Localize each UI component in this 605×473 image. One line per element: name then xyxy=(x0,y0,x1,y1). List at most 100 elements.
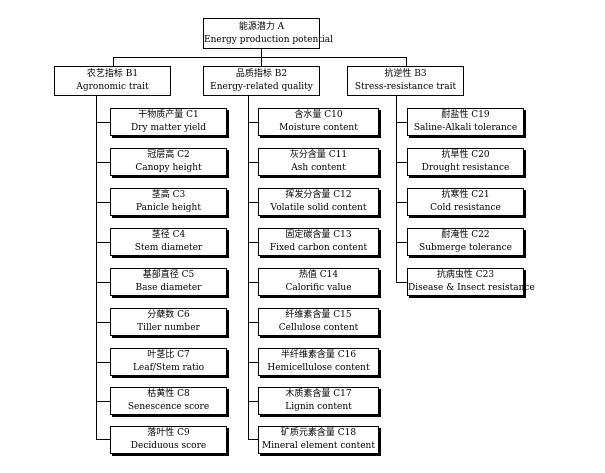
leaf-label-en: Cellulose content xyxy=(278,323,359,333)
leaf-c19: 耐盐性 C19 Saline-Alkali tolerance xyxy=(407,108,524,136)
root-label-zh: 能源潜力 A xyxy=(238,21,285,32)
connector xyxy=(261,57,262,66)
leaf-label-en: Tiller number xyxy=(137,323,200,333)
root-label-en: Energy production potential xyxy=(204,34,334,45)
connector xyxy=(113,57,407,58)
trunk-b1 xyxy=(96,96,97,439)
leaf-label-zh: 抗寒性 C21 xyxy=(441,190,490,200)
branch-b3: 抗逆性 B3 Stress-resistance trait xyxy=(347,66,464,96)
leaf-label-zh: 干物质产量 C1 xyxy=(138,110,199,120)
leaf-label-zh: 半纤维素含量 C16 xyxy=(280,350,357,360)
leaf-connector xyxy=(248,202,258,203)
leaf-label-zh: 耐盐性 C19 xyxy=(441,110,490,120)
leaf-label-zh: 枯黄性 C8 xyxy=(147,389,190,399)
leaf-label-en: Calorific value xyxy=(285,283,352,293)
leaf-c17: 木质素含量 C17 Lignin content xyxy=(258,387,379,415)
leaf-c2: 冠层高 C2 Canopy height xyxy=(110,148,227,176)
leaf-connector xyxy=(248,439,258,440)
leaf-label-en: Stem diameter xyxy=(134,243,203,253)
leaf-label-zh: 矿质元素含量 C18 xyxy=(280,428,357,438)
leaf-c10: 含水量 C10 Moisture content xyxy=(258,108,379,136)
leaf-connector xyxy=(96,322,110,323)
leaf-connector xyxy=(396,122,407,123)
leaf-c20: 抗旱性 C20 Drought resistance xyxy=(407,148,524,176)
leaf-label-en: Hemicellulose content xyxy=(267,363,370,373)
leaf-label-en: Senescence score xyxy=(127,402,210,412)
leaf-connector xyxy=(96,202,110,203)
branch-b2: 品质指标 B2 Energy-related quality xyxy=(203,66,320,96)
leaf-c12: 挥发分含量 C12 Volatile solid content xyxy=(258,188,379,216)
leaf-c22: 耐淹性 C22 Submerge tolerance xyxy=(407,228,524,256)
leaf-label-zh: 耐淹性 C22 xyxy=(441,230,490,240)
leaf-label-en: Moisture content xyxy=(279,123,358,133)
leaf-label-zh: 茎径 C4 xyxy=(151,230,186,240)
branch-b1: 农艺指标 B1 Agronomic trait xyxy=(54,66,171,96)
leaf-connector xyxy=(248,401,258,402)
leaf-label-en: Volatile solid content xyxy=(270,203,367,213)
leaf-c21: 抗寒性 C21 Cold resistance xyxy=(407,188,524,216)
branch-label-zh: 品质指标 B2 xyxy=(235,69,288,79)
leaf-label-en: Mineral element content xyxy=(262,441,375,451)
leaf-c18: 矿质元素含量 C18 Mineral element content xyxy=(258,426,379,454)
leaf-connector xyxy=(396,162,407,163)
leaf-c6: 分蘖数 C6 Tiller number xyxy=(110,308,227,336)
leaf-label-en: Fixed carbon content xyxy=(269,243,368,253)
leaf-label-en: Submerge tolerance xyxy=(419,243,512,253)
branch-label-zh: 抗逆性 B3 xyxy=(384,69,427,79)
leaf-connector xyxy=(96,162,110,163)
leaf-connector xyxy=(96,242,110,243)
leaf-label-zh: 挥发分含量 C12 xyxy=(285,190,352,200)
leaf-label-en: Canopy height xyxy=(135,163,202,173)
leaf-label-en: Leaf/Stem ratio xyxy=(132,363,205,373)
leaf-c3: 茎高 C3 Panicle height xyxy=(110,188,227,216)
leaf-label-zh: 灰分含量 C11 xyxy=(289,150,348,160)
branch-label-en: Agronomic trait xyxy=(76,82,149,92)
trunk-b3 xyxy=(396,96,397,282)
leaf-c4: 茎径 C4 Stem diameter xyxy=(110,228,227,256)
trunk-b2 xyxy=(248,96,249,439)
leaf-c16: 半纤维素含量 C16 Hemicellulose content xyxy=(258,348,379,376)
leaf-label-zh: 落叶性 C9 xyxy=(147,428,190,438)
leaf-c14: 热值 C14 Calorific value xyxy=(258,268,379,296)
leaf-label-en: Saline-Alkali tolerance xyxy=(413,123,518,133)
leaf-label-en: Drought resistance xyxy=(421,163,510,173)
leaf-label-en: Cold resistance xyxy=(430,203,501,213)
leaf-label-zh: 固定碳含量 C13 xyxy=(285,230,352,240)
root-node: 能源潜力 A Energy production potential xyxy=(203,18,334,49)
leaf-label-en: Base diameter xyxy=(135,283,202,293)
leaf-connector xyxy=(96,439,110,440)
connector xyxy=(406,57,407,66)
connector xyxy=(113,57,114,66)
leaf-c23: 抗病虫性 C23 Disease & Insect resistance xyxy=(407,268,535,296)
branch-label-en: Energy-related quality xyxy=(210,82,313,92)
leaf-connector xyxy=(96,282,110,283)
leaf-connector xyxy=(248,282,258,283)
leaf-label-zh: 抗旱性 C20 xyxy=(441,150,490,160)
leaf-label-en: Ash content xyxy=(291,163,346,173)
leaf-connector xyxy=(96,401,110,402)
leaf-c8: 枯黄性 C8 Senescence score xyxy=(110,387,227,415)
leaf-label-en: Deciduous score xyxy=(130,441,207,451)
leaf-connector xyxy=(248,242,258,243)
leaf-connector xyxy=(396,282,407,283)
leaf-label-zh: 木质素含量 C17 xyxy=(285,389,352,399)
leaf-connector xyxy=(396,242,407,243)
leaf-connector xyxy=(248,122,258,123)
leaf-label-zh: 分蘖数 C6 xyxy=(147,310,190,320)
branch-label-zh: 农艺指标 B1 xyxy=(86,69,139,79)
leaf-label-zh: 纤维素含量 C15 xyxy=(285,310,352,320)
leaf-label-zh: 冠层高 C2 xyxy=(147,150,190,160)
leaf-label-zh: 叶茎比 C7 xyxy=(147,350,190,360)
leaf-connector xyxy=(248,322,258,323)
connector xyxy=(261,49,262,57)
leaf-c5: 基部直径 C5 Base diameter xyxy=(110,268,227,296)
leaf-label-zh: 含水量 C10 xyxy=(294,110,343,120)
leaf-label-en: Dry matter yield xyxy=(130,123,206,133)
leaf-connector xyxy=(248,362,258,363)
leaf-label-en: Panicle height xyxy=(136,203,201,213)
leaf-c11: 灰分含量 C11 Ash content xyxy=(258,148,379,176)
branch-label-en: Stress-resistance trait xyxy=(354,82,457,92)
leaf-connector xyxy=(96,122,110,123)
leaf-c1: 干物质产量 C1 Dry matter yield xyxy=(110,108,227,136)
